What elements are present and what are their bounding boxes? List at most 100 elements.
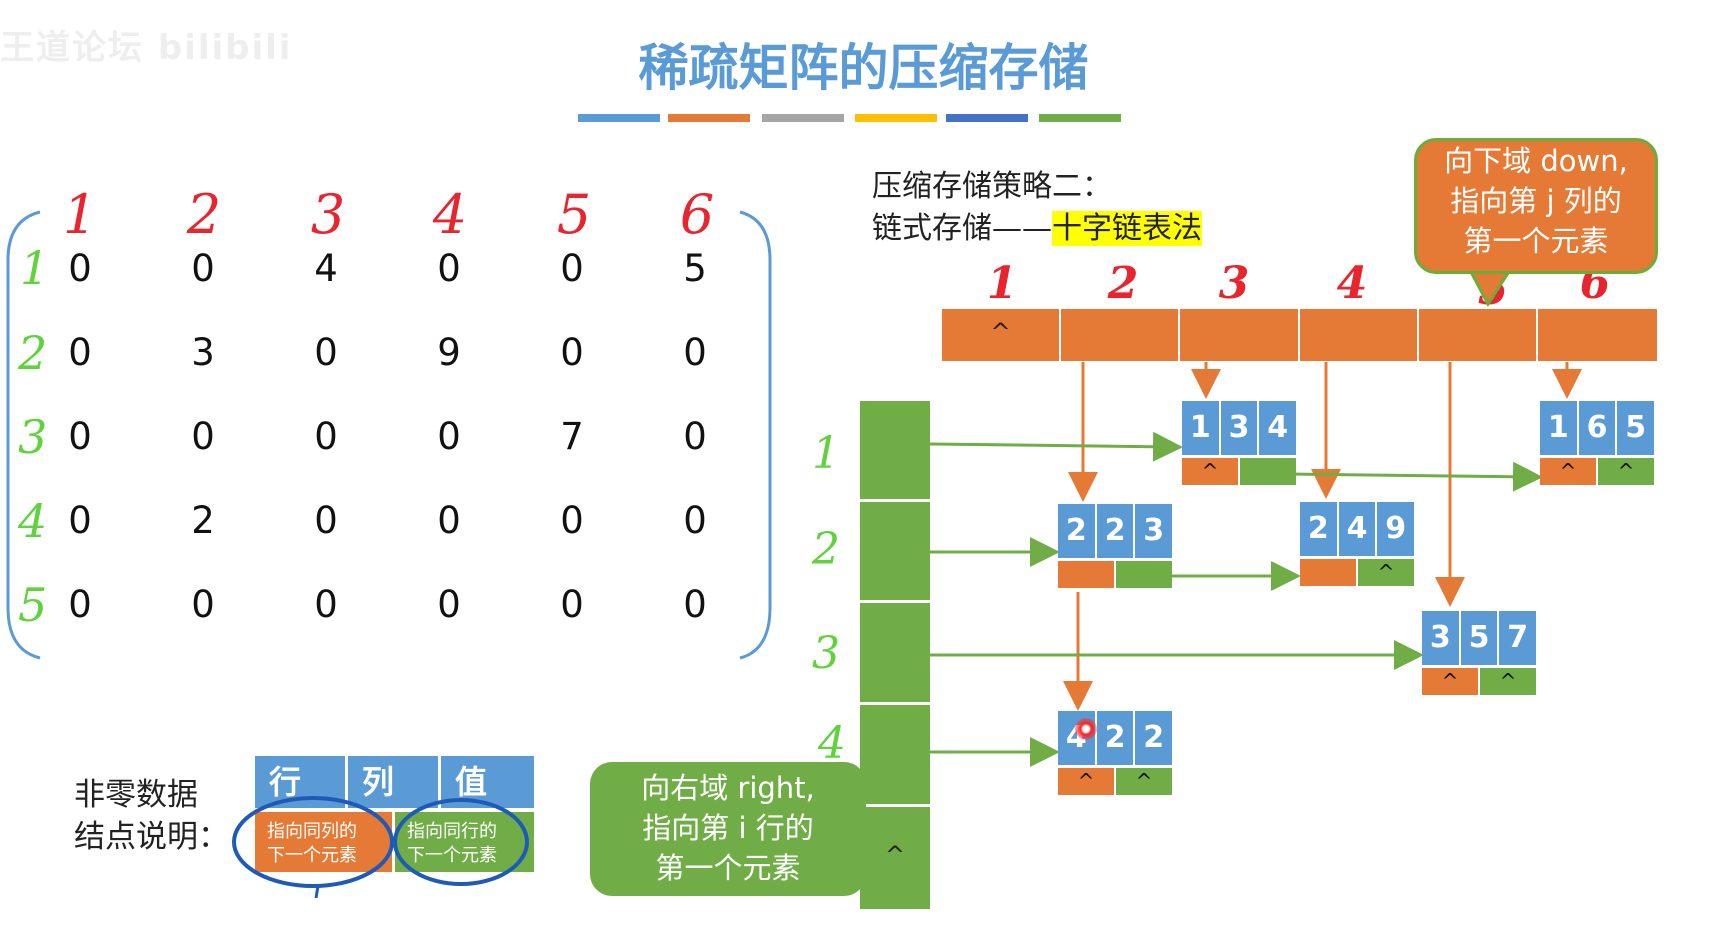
node-val: 2 xyxy=(1135,711,1173,765)
node-val: 7 xyxy=(1499,611,1537,665)
node-pointers: ^ ^ xyxy=(1422,668,1536,695)
node-fields: 2 4 9 xyxy=(1300,502,1415,556)
matrix-cell: 0 xyxy=(314,415,338,458)
matrix-cell: 0 xyxy=(191,415,215,458)
matrix-cell: 5 xyxy=(683,247,707,290)
node-col: 6 xyxy=(1578,401,1618,455)
crosslist-row-label: 3 xyxy=(812,628,840,679)
matrix-cell: 0 xyxy=(437,247,461,290)
node-row: 1 xyxy=(1540,401,1579,455)
legend-down-line1: 指向同列的 xyxy=(267,821,357,842)
node-col: 3 xyxy=(1220,401,1260,455)
matrix-cell: 0 xyxy=(191,583,215,626)
node-pointers: ^ xyxy=(1300,559,1414,586)
node-col: 5 xyxy=(1460,611,1500,665)
row-head-4 xyxy=(860,705,930,807)
callout-right-line1: 向右域 right, xyxy=(641,771,815,805)
crosslist-col-label: 3 xyxy=(1218,258,1250,309)
matrix-row-label: 5 xyxy=(18,578,48,632)
crosslist-row-label: 2 xyxy=(812,524,840,575)
node-fields: 4 2 2 xyxy=(1058,711,1173,765)
crosslist-col-label: 1 xyxy=(986,258,1018,309)
matrix-cell: 4 xyxy=(314,247,338,290)
strategy-line1: 压缩存储策略二： xyxy=(872,169,1112,204)
matrix-cell: 0 xyxy=(314,499,338,542)
node-fields: 3 5 7 xyxy=(1422,611,1537,665)
callout-right-field: 向右域 right, 指向第 i 行的 第一个元素 xyxy=(590,762,866,896)
node-down: ^ xyxy=(1540,458,1598,485)
matrix-cell: 2 xyxy=(191,499,215,542)
slide-title: 稀疏矩阵的压缩存储 xyxy=(638,39,1089,97)
crosslist-row-label: 4 xyxy=(818,718,846,769)
matrix-col-label: 1 xyxy=(62,183,98,246)
matrix-cell: 3 xyxy=(191,331,215,374)
node-right: ^ xyxy=(1358,559,1414,586)
node-down: ^ xyxy=(1422,668,1480,695)
legend-label-line2: 结点说明： xyxy=(74,819,229,855)
matrix-row-label: 2 xyxy=(18,326,48,380)
callout-down-field: 向下域 down, 指向第 j 列的 第一个元素 xyxy=(1414,138,1658,274)
node-4-2-2: 4 2 2 ^ ^ xyxy=(1058,711,1173,795)
matrix-cell: 0 xyxy=(560,499,584,542)
matrix-cell: 0 xyxy=(560,247,584,290)
row-head-2 xyxy=(860,502,930,603)
node-right: ^ xyxy=(1480,668,1536,695)
bilibili-watermark: 王道论坛 bilibili xyxy=(0,28,293,68)
col-head-6 xyxy=(1538,309,1657,361)
col-head-4 xyxy=(1300,309,1419,361)
matrix-cell: 0 xyxy=(68,331,92,374)
node-fields: 2 2 3 xyxy=(1058,504,1173,558)
node-row: 3 xyxy=(1422,611,1461,665)
node-pointers: ^ ^ xyxy=(1540,458,1654,485)
node-val: 5 xyxy=(1617,401,1655,455)
node-right xyxy=(1240,458,1296,485)
node-3-5-7: 3 5 7 ^ ^ xyxy=(1422,611,1537,695)
col-head-5 xyxy=(1419,309,1538,361)
legend-label: 非零数据 结点说明： xyxy=(74,774,229,858)
col-head-1: ^ xyxy=(942,309,1061,361)
matrix-col-label: 4 xyxy=(432,183,468,246)
matrix-col-label: 3 xyxy=(310,183,346,246)
matrix-cell: 9 xyxy=(437,331,461,374)
matrix-cell: 0 xyxy=(683,415,707,458)
node-val: 4 xyxy=(1259,401,1297,455)
matrix-cell: 0 xyxy=(314,331,338,374)
legend-header-col: 列 xyxy=(348,756,441,808)
matrix-cell: 0 xyxy=(314,583,338,626)
node-2-4-9: 2 4 9 ^ xyxy=(1300,502,1415,586)
legend-right-line2: 下一个元素 xyxy=(407,845,497,866)
node-right xyxy=(1116,561,1172,588)
title-stripe-blue xyxy=(578,114,660,122)
callout-down-line2: 指向第 j 列的 xyxy=(1450,184,1622,218)
callout-down-line1: 向下域 down, xyxy=(1444,144,1628,178)
node-down xyxy=(1058,561,1116,588)
matrix-cell: 0 xyxy=(68,247,92,290)
matrix-col-label: 6 xyxy=(679,183,715,246)
matrix-cell: 0 xyxy=(437,583,461,626)
legend-down-line2: 下一个元素 xyxy=(267,845,357,866)
node-col: 4 xyxy=(1338,502,1378,556)
node-col: 2 xyxy=(1096,711,1136,765)
matrix-cell: 0 xyxy=(437,499,461,542)
crosslist-col-label: 2 xyxy=(1107,258,1139,309)
matrix-cell: 0 xyxy=(68,583,92,626)
callout-right-line2: 指向第 i 行的 xyxy=(642,811,814,845)
matrix-cell: 0 xyxy=(560,331,584,374)
matrix-col-label: 5 xyxy=(556,183,592,246)
node-val: 3 xyxy=(1135,504,1173,558)
node-row: 2 xyxy=(1300,502,1339,556)
node-fields: 1 3 4 xyxy=(1182,401,1297,455)
matrix-cell: 0 xyxy=(191,247,215,290)
row-head-3 xyxy=(860,603,930,705)
node-row: 2 xyxy=(1058,504,1097,558)
matrix-row-label: 3 xyxy=(18,410,48,464)
node-pointers: ^ ^ xyxy=(1058,768,1172,795)
matrix-cell: 0 xyxy=(683,583,707,626)
callout-right-line3: 第一个元素 xyxy=(655,851,801,885)
matrix-cell: 0 xyxy=(68,415,92,458)
row-head-5: ^ xyxy=(860,807,930,909)
node-1-6-5: 1 6 5 ^ ^ xyxy=(1540,401,1655,485)
node-2-2-3: 2 2 3 xyxy=(1058,504,1173,588)
row-head-1 xyxy=(860,401,930,502)
